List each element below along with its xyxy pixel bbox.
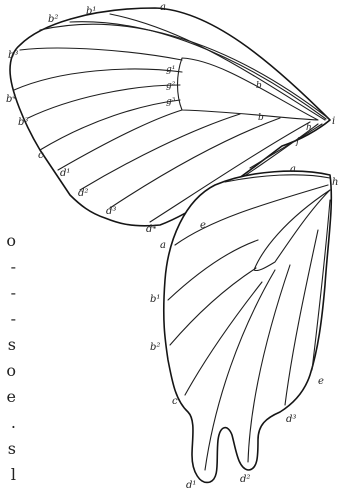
- label-hw-d1: d¹: [186, 480, 196, 491]
- label-g2: g²: [166, 81, 176, 91]
- margin-char-5: o: [0, 358, 16, 384]
- margin-text-column: o - - - s o e . s l: [0, 228, 16, 488]
- label-hw-a: a: [160, 240, 166, 251]
- label-hw-d3: d³: [286, 414, 296, 425]
- label-b5: b³: [18, 117, 28, 128]
- margin-char-6: e: [0, 384, 16, 410]
- label-g1: g¹: [166, 65, 175, 75]
- margin-char-4: s: [0, 332, 16, 358]
- margin-char-7: .: [0, 410, 16, 436]
- label-d4: d⁴: [146, 224, 156, 235]
- label-b3: b³: [8, 50, 18, 61]
- margin-char-2: -: [0, 280, 16, 306]
- label-c: c: [38, 150, 44, 161]
- label-d2: d²: [78, 188, 88, 199]
- label-d1: d¹: [60, 168, 70, 179]
- label-hw-a-top: a: [290, 164, 296, 175]
- margin-char-0: o: [0, 228, 16, 254]
- label-b2: b²: [48, 14, 58, 25]
- margin-char-8: s: [0, 436, 16, 462]
- margin-char-1: -: [0, 254, 16, 280]
- label-hw-c: c: [172, 396, 178, 407]
- label-d3: d³: [106, 206, 116, 217]
- hindwing: [164, 171, 332, 482]
- label-e: e: [200, 220, 206, 231]
- label-hw-b2: b²: [150, 342, 160, 353]
- label-b1: b¹: [86, 6, 96, 17]
- label-hw-d2: d²: [240, 474, 250, 485]
- label-b-inner2: b: [258, 113, 264, 123]
- label-i: i: [332, 116, 335, 127]
- label-b4: b⁴: [6, 94, 16, 105]
- margin-char-3: -: [0, 306, 16, 332]
- label-hw-h: h: [332, 177, 338, 188]
- margin-char-9: l: [0, 462, 16, 488]
- label-b-inner1: b: [256, 81, 262, 91]
- label-hw-e: e: [318, 376, 324, 387]
- label-hw-b1: b¹: [150, 294, 160, 305]
- label-a: a: [160, 2, 166, 13]
- label-g3: g³: [166, 97, 176, 107]
- label-h: h: [306, 123, 312, 133]
